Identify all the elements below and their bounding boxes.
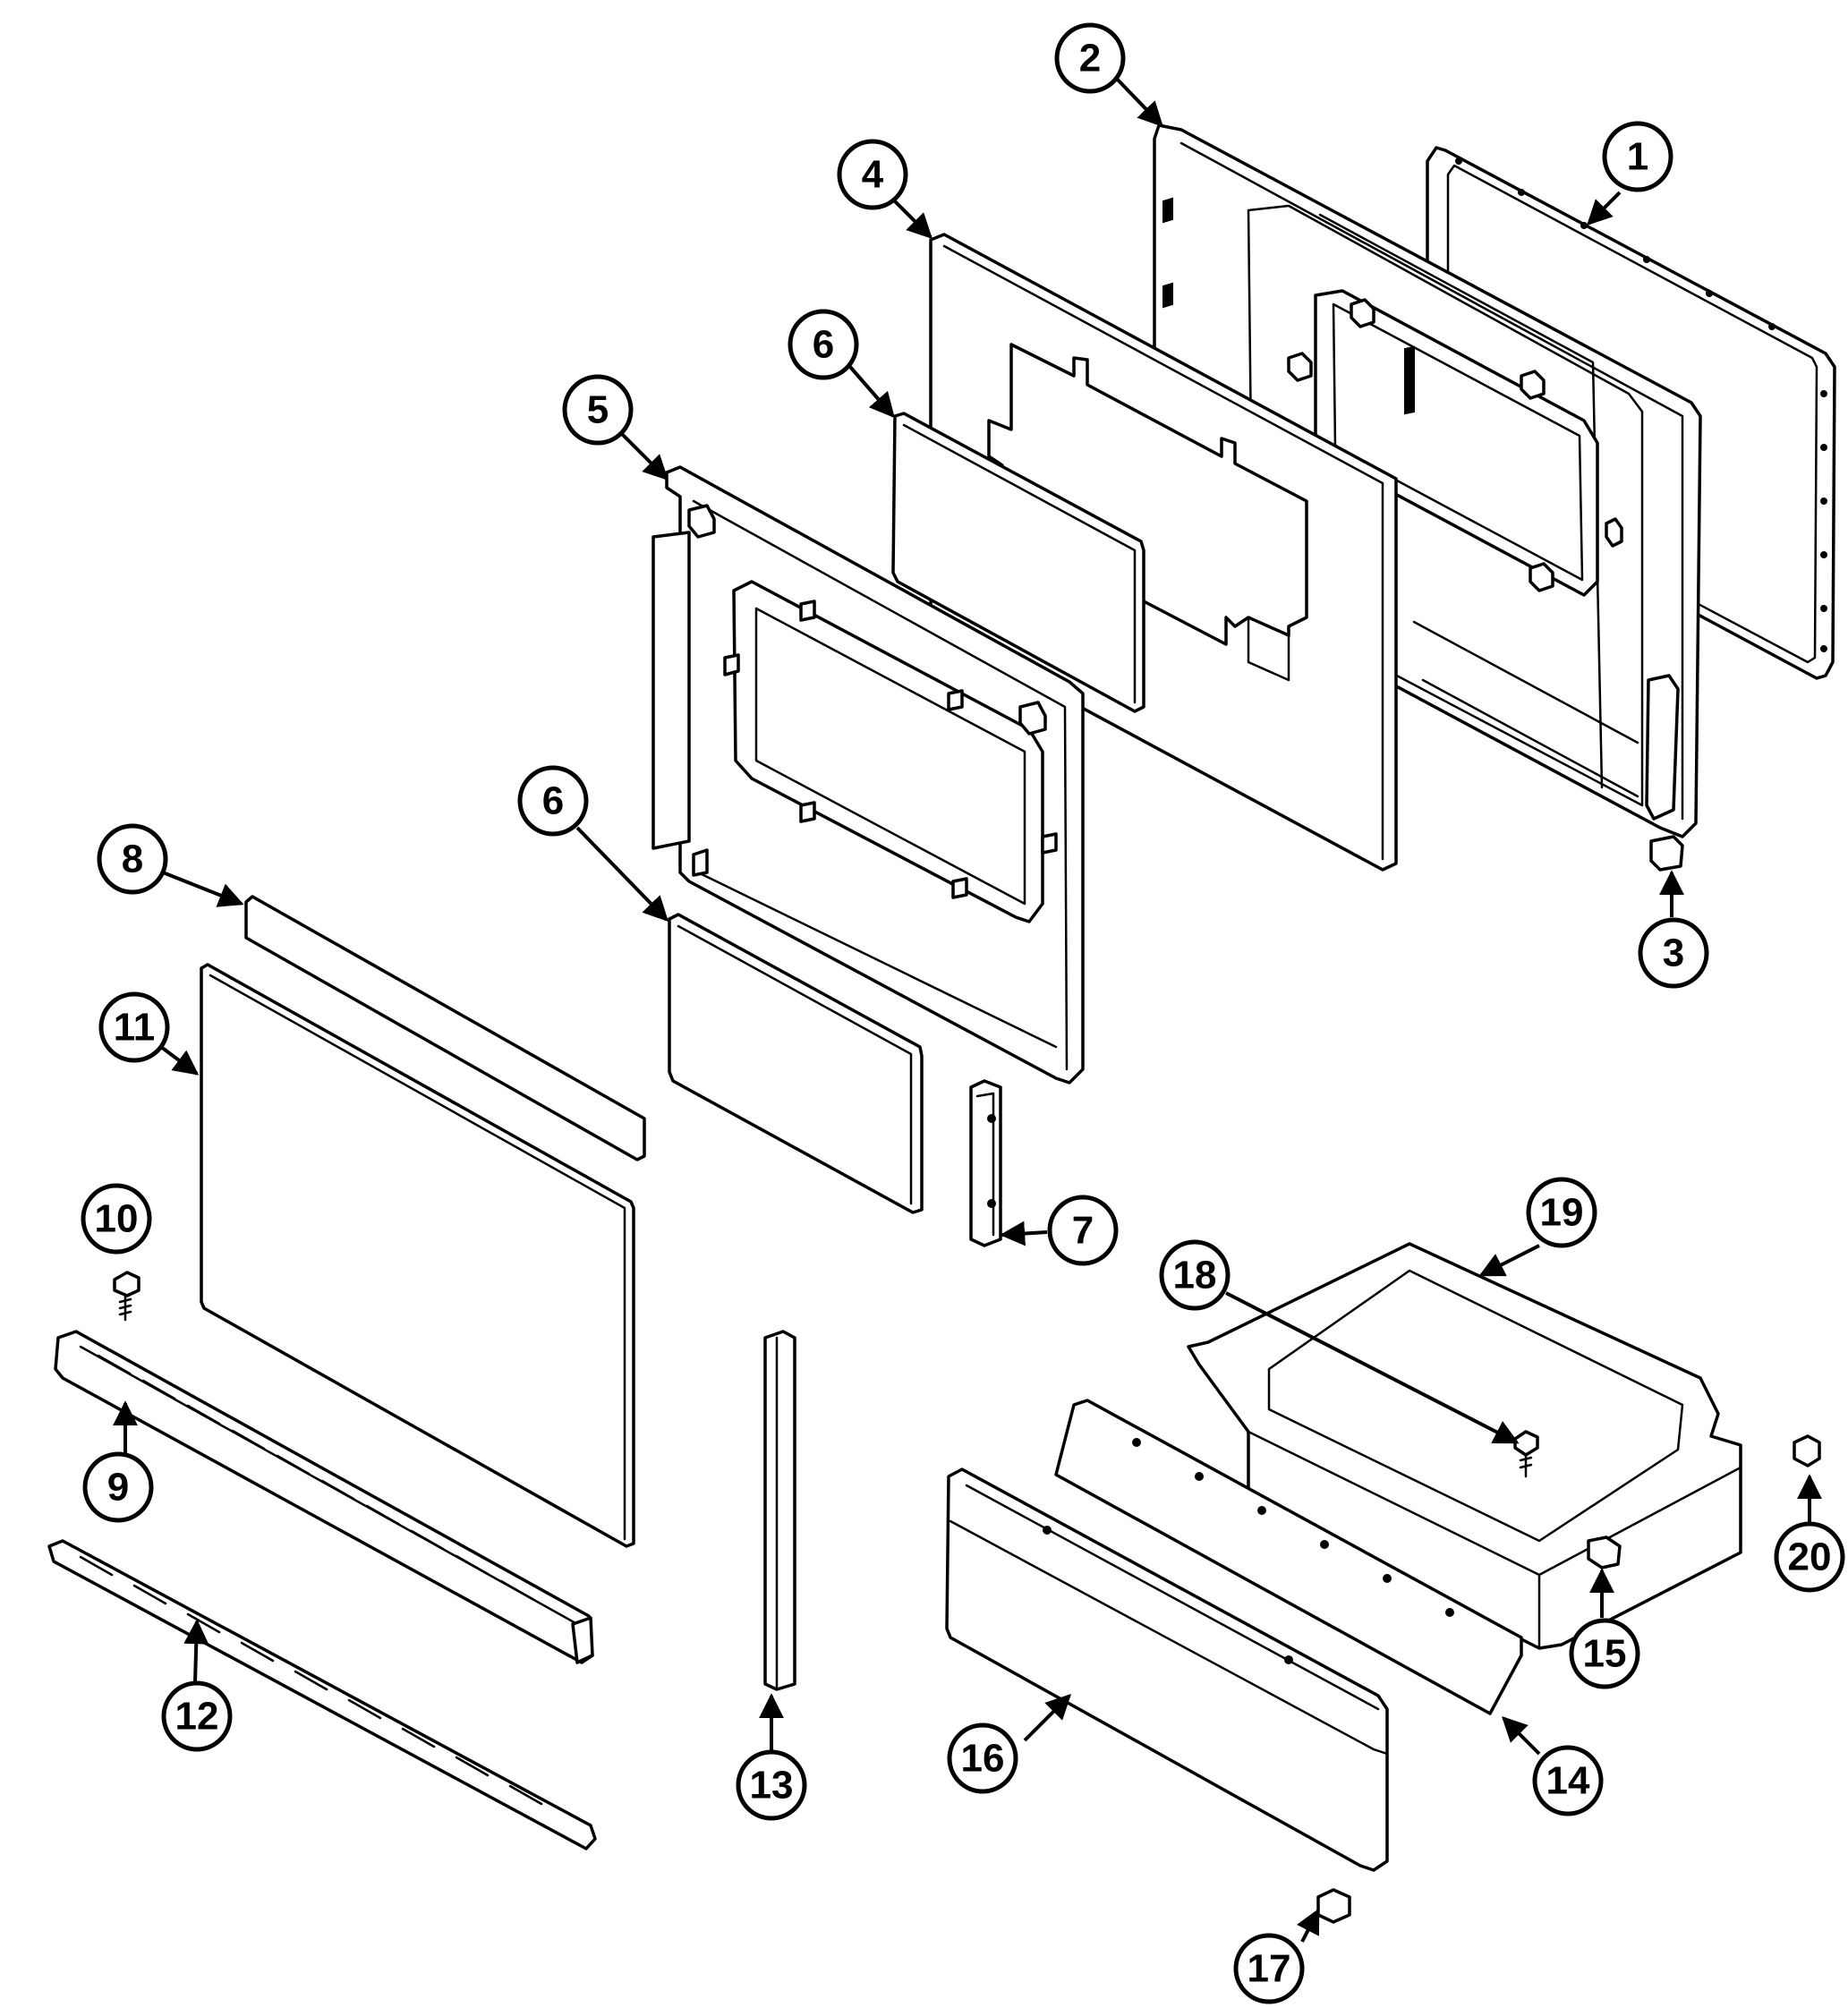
callout-10: 10 [81,1183,152,1255]
part-5-door-frame [651,465,1085,1085]
callout-6-lower: 6 [517,765,589,837]
part-15-drawer-glide [1587,1535,1622,1569]
callout-15-label: 15 [1583,1632,1627,1676]
callout-17-label: 17 [1248,1947,1291,1991]
callout-1: 1 [1602,121,1673,192]
callout-19: 19 [1526,1177,1597,1248]
callout-18: 18 [1159,1239,1231,1311]
callout-20: 20 [1774,1521,1845,1593]
callout-4: 4 [837,139,908,210]
callout-9: 9 [82,1451,154,1523]
callout-12: 12 [161,1680,233,1752]
part-9-door-handle [54,1330,594,1664]
callout-17: 17 [1233,1933,1305,2004]
part-6-window-glass-upper [891,412,1145,713]
callout-2: 2 [1054,22,1126,94]
callout-16-label: 16 [961,1737,1005,1781]
callout-9-label: 9 [107,1466,129,1510]
callout-6-upper: 6 [788,309,859,380]
callout-3: 3 [1638,917,1709,989]
callout-13: 13 [736,1749,807,1821]
part-6-window-glass-lower [668,913,924,1214]
part-16-drawer-front [945,1467,1389,1872]
callout-6-upper-label: 6 [813,323,834,367]
part-7-door-hinge-bracket [969,1079,1002,1247]
part-14-drawer-rear-panel [1054,1399,1523,1715]
part-8-door-trim-strip [244,895,646,1161]
callout-3-label: 3 [1663,931,1684,975]
callout-13-label: 13 [750,1764,794,1808]
callout-11-label: 11 [114,1006,156,1050]
callout-10-label: 10 [95,1197,139,1241]
part-18-screw [1513,1430,1539,1478]
callout-6-lower-label: 6 [542,779,564,823]
part-17-drawer-bumper [1316,1888,1351,1924]
callout-11: 11 [98,991,170,1063]
callout-14: 14 [1532,1745,1604,1816]
part-20-drawer-stop [1793,1434,1821,1467]
part-10-screw [113,1271,141,1322]
callout-5-label: 5 [587,388,609,432]
part-4-door-insulation [929,233,1398,872]
part-3-hinge-receptacle [1649,835,1684,872]
callout-19-label: 19 [1540,1191,1584,1235]
callout-14-label: 14 [1546,1759,1590,1803]
leader-lines [113,74,1822,1943]
callout-7-label: 7 [1072,1209,1094,1253]
part-13-side-trim [763,1330,796,1691]
callout-4-label: 4 [862,153,884,197]
callout-8-label: 8 [122,838,143,881]
part-11-outer-door-glass [200,963,635,1548]
part-12-vent-trim [47,1539,597,1850]
callout-12-label: 12 [175,1695,219,1739]
callout-2-label: 2 [1079,37,1101,81]
callout-18-label: 18 [1173,1254,1217,1297]
callout-7: 7 [1047,1195,1119,1266]
callout-1-label: 1 [1627,135,1648,179]
callout-15: 15 [1569,1618,1640,1689]
callout-16: 16 [947,1723,1018,1794]
callout-5: 5 [562,374,634,446]
callout-8: 8 [97,823,168,895]
callout-20-label: 20 [1788,1535,1832,1579]
